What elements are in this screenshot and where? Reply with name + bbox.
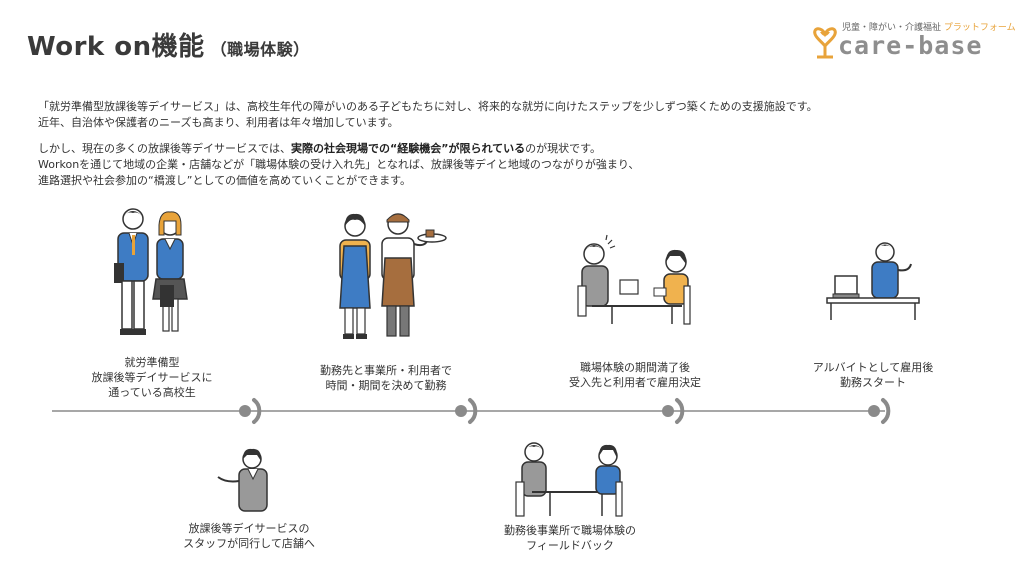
logo-tagline: 児童・障がい・介護福祉 プラットフォーム (842, 20, 1016, 33)
timeline-marker-3 (662, 398, 685, 424)
logo-tagline-highlight: プラットフォーム (943, 23, 1016, 33)
step-3-line-2: 受入先と利用者で雇用決定 (569, 376, 701, 389)
step-bottom-2-line-2: フィールドバック (526, 539, 614, 552)
step-1-line-3: 通っている高校生 (108, 386, 196, 399)
title-subtitle: （職場体験） (210, 40, 310, 59)
care-base-logo-icon (813, 27, 837, 59)
step-2-line-1: 勤務先と事業所・利用者で (320, 364, 452, 377)
logo-tagline-prefix: 児童・障がい・介護福祉 (842, 23, 944, 33)
intro-line-3-post: のが現状です。 (525, 142, 602, 155)
intro-line-3: しかし、現在の多くの放課後等デイサービスでは、実際の社会現場での“経験機会”が限… (38, 141, 601, 157)
workers-illustration (339, 213, 447, 339)
timeline-marker-1 (239, 398, 262, 424)
step-1-line-2: 放課後等デイサービスに (91, 371, 213, 384)
logo-wordmark: care-base (838, 31, 983, 60)
timeline-marker-2 (455, 398, 478, 424)
feedback-illustration (515, 442, 623, 517)
step-4-line-2: 勤務スタート (840, 376, 906, 389)
step-bottom-2-caption: 勤務後事業所で職場体験の フィールドバック (504, 523, 636, 553)
step-bottom-2-line-1: 勤務後事業所で職場体験の (504, 524, 636, 537)
step-1-caption: 就労準備型 放課後等デイサービスに 通っている高校生 (92, 355, 213, 400)
title-main: Work on機能 (27, 32, 205, 62)
intro-line-2: 近年、自治体や保護者のニーズも高まり、利用者は年々増加しています。 (38, 116, 399, 129)
students-illustration (114, 208, 188, 335)
intro-line-1: 「就労準備型放課後等デイサービス」は、高校生年代の障がいのある子どもたちに対し、… (38, 100, 818, 113)
cashier-illustration (826, 242, 920, 320)
interview-illustration (577, 234, 691, 325)
step-4-line-1: アルバイトとして雇用後 (812, 361, 934, 374)
timeline-marker-4 (868, 398, 891, 424)
timeline (52, 398, 891, 424)
intro-line-3-pre: しかし、現在の多くの放課後等デイサービスでは、 (38, 142, 291, 155)
step-3-caption: 職場体験の期間満了後 受入先と利用者で雇用決定 (569, 360, 701, 390)
step-bottom-1-line-1: 放課後等デイサービスの (188, 522, 310, 535)
intro-line-4: Workonを通じて地域の企業・店舗などが「職場体験の受け入れ先」となれば、放課… (38, 158, 640, 171)
step-3-line-1: 職場体験の期間満了後 (580, 361, 690, 374)
step-2-caption: 勤務先と事業所・利用者で 時間・期間を決めて勤務 (320, 363, 452, 393)
step-4-caption: アルバイトとして雇用後 勤務スタート (813, 360, 934, 390)
intro-line-3-emphasis: 実際の社会現場での“経験機会”が限られている (291, 142, 526, 155)
step-bottom-1-line-2: スタッフが同行して店舗へ (183, 537, 315, 550)
intro-line-5: 進路選択や社会参加の“橋渡し”としての価値を高めていくことができます。 (38, 174, 411, 187)
staff-guide-illustration (217, 448, 268, 512)
logo: 児童・障がい・介護福祉 プラットフォーム care-base (812, 18, 1016, 64)
page-title: Work on機能 （職場体験） (27, 26, 310, 63)
step-2-line-2: 時間・期間を決めて勤務 (325, 379, 447, 392)
step-1-line-1: 就労準備型 (124, 356, 180, 369)
step-bottom-1-caption: 放課後等デイサービスの スタッフが同行して店舗へ (183, 521, 315, 551)
